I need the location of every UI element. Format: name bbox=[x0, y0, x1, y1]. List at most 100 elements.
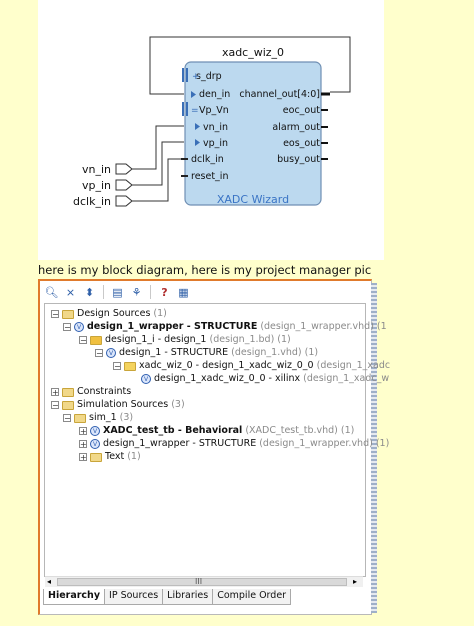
tree-row-sim-wrapper[interactable]: + V design_1_wrapper - STRUCTURE (design… bbox=[79, 438, 389, 450]
tree-file: (design_1.vhd) (1) bbox=[231, 347, 319, 358]
wire-vn bbox=[132, 125, 184, 170]
tree-label: Constraints bbox=[77, 386, 132, 397]
port-den-in[interactable]: den_in bbox=[199, 89, 230, 100]
port-vn-in[interactable]: vn_in bbox=[203, 122, 228, 133]
port-s-drp[interactable]: s_drp bbox=[196, 71, 222, 82]
tree-file: (design_1_wrapper.vhd) (1 bbox=[260, 321, 387, 332]
block-diagram: xadc_wiz_0 XADC Wizard s_drp + den_in = … bbox=[73, 36, 351, 208]
collapse-icon[interactable]: − bbox=[95, 349, 103, 358]
port-vp-vn[interactable]: Vp_Vn bbox=[199, 105, 229, 116]
tree-label: Design Sources bbox=[77, 308, 151, 319]
ext-port-dclk-in[interactable] bbox=[115, 195, 133, 207]
view-tabs: Hierarchy IP Sources Libraries Compile O… bbox=[43, 589, 292, 605]
tree-count: (3) bbox=[119, 412, 134, 423]
vhdl-top-icon: V bbox=[74, 322, 84, 332]
collapse-icon[interactable]: − bbox=[51, 310, 59, 319]
scrollbar-grip: III bbox=[195, 577, 203, 586]
expand-icon[interactable]: + bbox=[51, 388, 59, 397]
block-title: XADC Wizard bbox=[217, 193, 289, 206]
tab-ip-sources[interactable]: IP Sources bbox=[104, 589, 164, 605]
toolbar-separator bbox=[103, 285, 104, 299]
port-eoc-out[interactable]: eoc_out bbox=[283, 105, 320, 116]
tree-row-design-sources[interactable]: − Design Sources (1) bbox=[51, 308, 167, 320]
instance-name: xadc_wiz_0 bbox=[222, 46, 284, 59]
tree-file: (design_1.bd) (1) bbox=[209, 334, 291, 345]
scrollbar-thumb[interactable] bbox=[57, 578, 347, 586]
tree-label: xadc_wiz_0 - design_1_xadc_wiz_0_0 bbox=[139, 360, 314, 371]
ext-port-vp-in[interactable] bbox=[115, 179, 133, 191]
horizontal-scrollbar[interactable]: ◂ III ▸ bbox=[45, 576, 363, 587]
toolbar: 🔍︎ ⨯ ⬍ ▤ ⚘ ? ▦ bbox=[44, 284, 191, 300]
block-design-icon bbox=[90, 335, 102, 345]
tree-row-constraints[interactable]: + Constraints bbox=[51, 386, 131, 398]
toolbar-separator-2 bbox=[150, 285, 151, 299]
folder-icon bbox=[62, 400, 74, 410]
tree-row-design-i[interactable]: − design_1_i - design_1 (design_1.bd) (1… bbox=[79, 334, 291, 346]
collapse-icon[interactable]: − bbox=[79, 336, 87, 345]
bus-marker-vp-vn bbox=[182, 102, 184, 116]
port-busy-out[interactable]: busy_out bbox=[277, 154, 320, 165]
properties-icon[interactable]: ▦ bbox=[178, 285, 189, 299]
port-channel-out[interactable]: channel_out[4:0] bbox=[239, 89, 320, 100]
collapse-icon[interactable]: − bbox=[51, 401, 59, 410]
add-sources-icon[interactable]: ▤ bbox=[112, 285, 123, 299]
tree-label: sim_1 bbox=[89, 412, 117, 423]
tree-row-text[interactable]: + Text (1) bbox=[79, 451, 141, 463]
wire-vp bbox=[132, 141, 184, 186]
port-dclk-in[interactable]: dclk_in bbox=[191, 154, 224, 165]
vhdl-top-icon: V bbox=[90, 426, 100, 436]
caption-text: here is my block diagram, here is my pro… bbox=[38, 263, 372, 277]
tab-hierarchy[interactable]: Hierarchy bbox=[43, 589, 106, 605]
hierarchy-update-icon[interactable]: ⚘ bbox=[131, 285, 142, 299]
tab-libraries[interactable]: Libraries bbox=[162, 589, 214, 605]
feedback-wire bbox=[149, 36, 351, 95]
folder-icon bbox=[62, 387, 74, 397]
folder-icon bbox=[74, 413, 86, 423]
port-reset-in[interactable]: reset_in bbox=[191, 171, 228, 182]
scroll-left-icon[interactable]: ◂ bbox=[47, 577, 52, 586]
ext-port-vp-in-label: vp_in bbox=[82, 179, 111, 192]
tree-row-sim-sources[interactable]: − Simulation Sources (3) bbox=[51, 399, 185, 411]
expand-all-icon[interactable]: ⬍ bbox=[84, 285, 95, 299]
tree-row-design-structure[interactable]: − V design_1 - STRUCTURE (design_1.vhd) … bbox=[95, 347, 318, 359]
help-icon[interactable]: ? bbox=[161, 285, 168, 299]
tree-row-xadc-inst[interactable]: − xadc_wiz_0 - design_1_xadc_wiz_0_0 (de… bbox=[113, 360, 390, 372]
port-eos-out[interactable]: eos_out bbox=[283, 138, 320, 149]
tree-file: (design_1_xadc bbox=[316, 360, 391, 371]
tree-label: Text bbox=[105, 451, 125, 462]
vhdl-icon: V bbox=[141, 374, 151, 384]
tree-label: design_1_wrapper - STRUCTURE bbox=[87, 321, 258, 332]
xadc-block[interactable] bbox=[184, 61, 322, 206]
folder-icon bbox=[90, 452, 102, 462]
tree-row-sim-1[interactable]: − sim_1 (3) bbox=[63, 412, 133, 424]
arrow-icon-vn bbox=[195, 123, 200, 130]
scroll-right-icon[interactable]: ▸ bbox=[353, 577, 358, 586]
ext-port-vn-in[interactable] bbox=[115, 163, 133, 175]
port-vp-in[interactable]: vp_in bbox=[203, 138, 228, 149]
collapse-all-icon[interactable]: ⨯ bbox=[65, 285, 76, 299]
port-alarm-out[interactable]: alarm_out bbox=[272, 122, 320, 133]
block-diagram-panel: xadc_wiz_0 XADC Wizard s_drp + den_in = … bbox=[38, 0, 384, 260]
bus-marker-s-drp bbox=[182, 68, 184, 82]
source-hierarchy-tree[interactable]: − Design Sources (1) − V design_1_wrappe… bbox=[44, 303, 390, 577]
collapse-icon[interactable]: − bbox=[63, 323, 71, 332]
tree-row-xadc-xilinx[interactable]: V design_1_xadc_wiz_0_0 - xilinx (design… bbox=[141, 373, 389, 385]
tree-label: design_1_xadc_wiz_0_0 - xilinx bbox=[154, 373, 301, 384]
expand-icon[interactable]: + bbox=[79, 453, 87, 462]
collapse-icon[interactable]: − bbox=[113, 362, 121, 371]
minus-icon: = bbox=[191, 106, 199, 116]
expand-icon[interactable]: + bbox=[79, 427, 87, 436]
tree-label: design_1_i - design_1 bbox=[105, 334, 207, 345]
expand-icon[interactable]: + bbox=[79, 440, 87, 449]
vhdl-icon: V bbox=[90, 439, 100, 449]
tree-row-wrapper[interactable]: − V design_1_wrapper - STRUCTURE (design… bbox=[63, 321, 387, 333]
vhdl-icon: V bbox=[106, 348, 116, 358]
collapse-icon[interactable]: − bbox=[63, 414, 71, 423]
tree-label: design_1 - STRUCTURE bbox=[119, 347, 229, 358]
search-icon[interactable]: 🔍︎ bbox=[44, 285, 59, 299]
tree-row-testbench[interactable]: + V XADC_test_tb - Behavioral (XADC_test… bbox=[79, 425, 354, 437]
tree-label: XADC_test_tb - Behavioral bbox=[103, 425, 243, 436]
tree-label: design_1_wrapper - STRUCTURE bbox=[103, 438, 257, 449]
tab-compile-order[interactable]: Compile Order bbox=[212, 589, 292, 605]
tree-count: (1) bbox=[127, 451, 141, 462]
